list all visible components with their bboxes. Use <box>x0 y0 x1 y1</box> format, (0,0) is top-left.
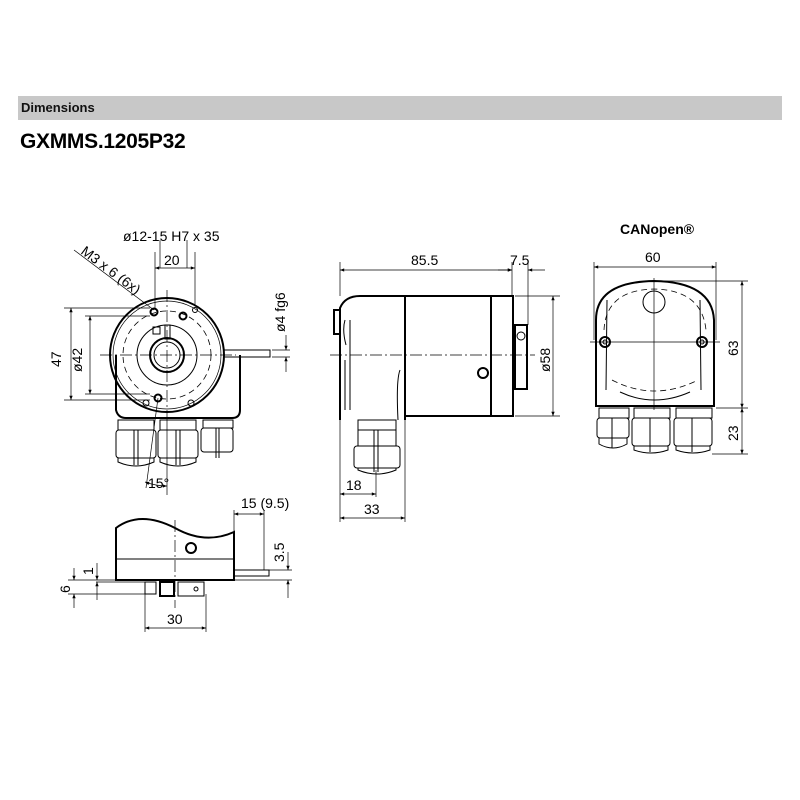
front-connectors <box>115 419 234 467</box>
label-thickness-6: 6 <box>57 585 73 593</box>
front-view: ø12-15 H7 x 35 20 M3 x 6 (6x) 47 ø42 ø4 … <box>48 228 290 495</box>
label-height-47: 47 <box>48 351 64 367</box>
back-view: CANopen® 60 63 23 <box>590 221 748 455</box>
label-gap-1: 1 <box>80 567 96 575</box>
label-dia-42: ø42 <box>69 348 85 372</box>
back-view-title: CANopen® <box>620 221 695 237</box>
label-connector-18: 18 <box>346 477 362 493</box>
label-bore: ø12-15 H7 x 35 <box>123 228 220 244</box>
label-pin-length: 15 (9.5) <box>241 495 289 511</box>
model-title: GXMMS.1205P32 <box>20 130 186 153</box>
label-diameter: ø58 <box>537 348 553 372</box>
label-length: 85.5 <box>411 252 438 268</box>
side-view: 85.5 7.5 ø58 18 33 <box>330 252 560 522</box>
section-title: Dimensions <box>21 100 95 115</box>
label-width-20: 20 <box>164 252 180 268</box>
label-connector-23: 23 <box>725 425 741 441</box>
label-pin: ø4 fg6 <box>272 292 288 332</box>
label-width-30: 30 <box>167 611 183 627</box>
label-pin-height: 3.5 <box>271 542 287 562</box>
label-flange: 7.5 <box>510 252 530 268</box>
label-width-60: 60 <box>645 249 661 265</box>
label-angle: 15° <box>148 475 169 491</box>
label-height-63: 63 <box>725 340 741 356</box>
label-connector-33: 33 <box>364 501 380 517</box>
label-screws: M3 x 6 (6x) <box>78 243 144 298</box>
section-header-bar: Dimensions <box>18 96 782 120</box>
bottom-view: 15 (9.5) 3.5 1 6 30 <box>57 495 292 632</box>
